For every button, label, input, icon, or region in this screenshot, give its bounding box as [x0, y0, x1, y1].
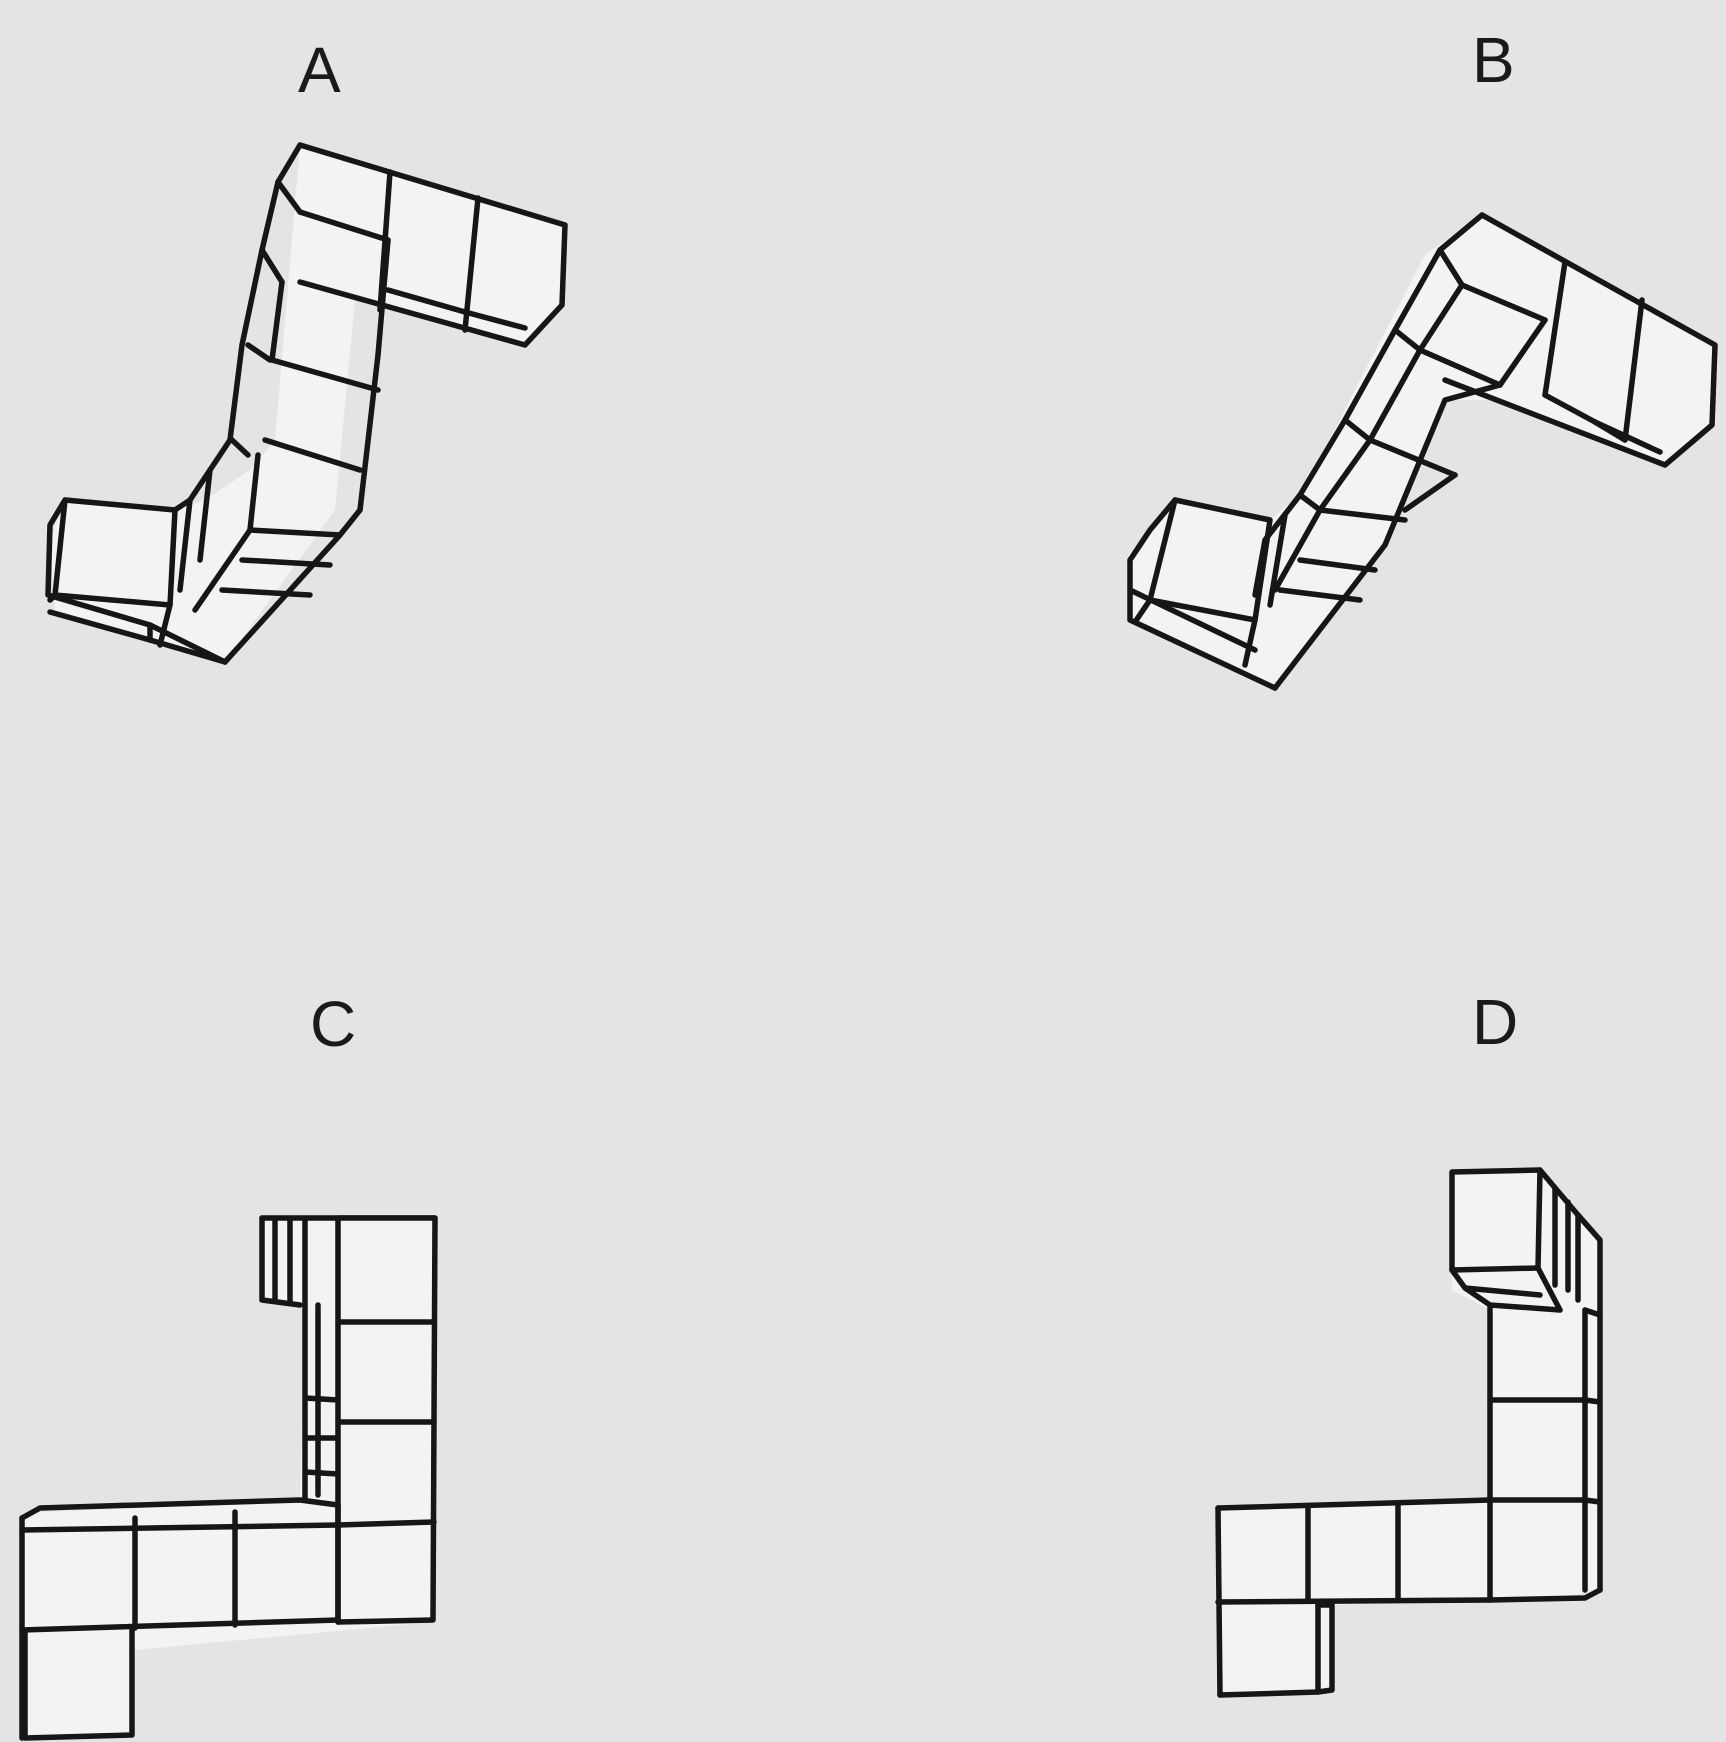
cube-figure-b: [1128, 215, 1715, 688]
cube-figure-a: [48, 145, 565, 662]
cube-figure-c: [22, 1218, 435, 1738]
cube-figure-d: [1218, 1170, 1602, 1695]
